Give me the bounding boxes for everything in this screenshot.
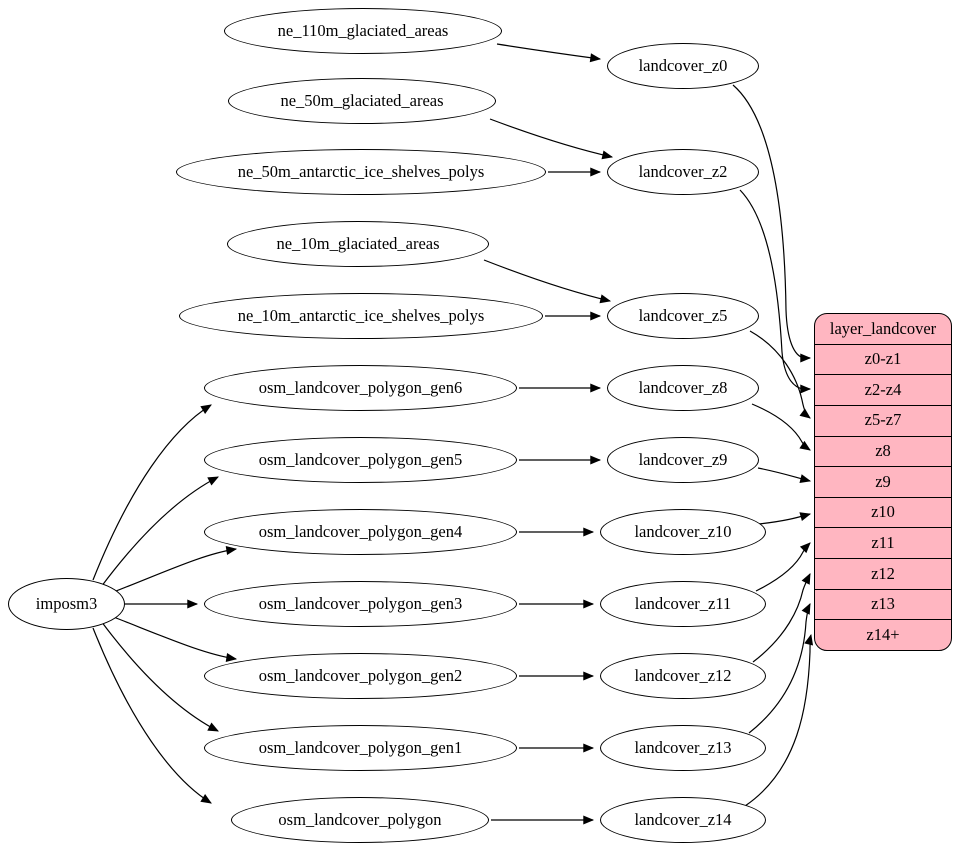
- edge-ne110m-z0: [496, 43, 602, 63]
- edge-imposm3-polygon: [92, 627, 212, 804]
- edge-z10-row: [758, 512, 812, 525]
- node-ne-50m-glaciated-areas: ne_50m_glaciated_areas: [228, 78, 496, 124]
- node-label: osm_landcover_polygon_gen2: [258, 665, 463, 685]
- node-label: landcover_z13: [634, 737, 732, 757]
- edge-z2-row: [739, 189, 812, 394]
- edge-imposm3-gen6: [92, 404, 212, 581]
- edge-z12-row: [752, 573, 811, 663]
- table-title: layer_landcover: [829, 318, 937, 338]
- node-landcover-z14: landcover_z14: [600, 797, 766, 843]
- edge-imposm3-gen4: [110, 545, 238, 594]
- node-landcover-z13: landcover_z13: [600, 725, 766, 771]
- table-row-z5-z7: z5-z7: [815, 404, 951, 436]
- node-label: osm_landcover_polygon_gen1: [258, 737, 463, 757]
- node-label: landcover_z2: [638, 161, 728, 181]
- table-row-z8: z8: [815, 435, 951, 467]
- edge-z13-row: [748, 603, 811, 734]
- edge-ne50m-glac-z2: [489, 118, 614, 160]
- node-label: landcover_z14: [634, 809, 732, 829]
- node-osm-landcover-polygon-gen5: osm_landcover_polygon_gen5: [204, 437, 517, 483]
- edge-z11-row: [755, 542, 811, 592]
- table-row-z9: z9: [815, 466, 951, 497]
- node-label: ne_10m_glaciated_areas: [276, 233, 440, 253]
- table-row-z14plus: z14+: [815, 619, 951, 650]
- table-row-z11: z11: [815, 527, 951, 558]
- node-ne-10m-antarctic-ice-shelves-polys: ne_10m_antarctic_ice_shelves_polys: [179, 293, 543, 339]
- table-row-z2-z4: z2-z4: [815, 374, 951, 405]
- node-ne-10m-glaciated-areas: ne_10m_glaciated_areas: [227, 221, 489, 267]
- node-label: ne_50m_glaciated_areas: [280, 90, 444, 110]
- node-landcover-z5: landcover_z5: [607, 293, 759, 339]
- node-label: landcover_z9: [638, 449, 728, 469]
- node-label: landcover_z8: [638, 377, 728, 397]
- edge-z5-row: [749, 330, 811, 419]
- node-osm-landcover-polygon-gen3: osm_landcover_polygon_gen3: [204, 581, 517, 627]
- node-osm-landcover-polygon-gen6: osm_landcover_polygon_gen6: [204, 365, 517, 411]
- node-label: landcover_z5: [638, 305, 728, 325]
- node-landcover-z0: landcover_z0: [607, 43, 759, 89]
- node-label: landcover_z10: [634, 521, 732, 541]
- node-label: osm_landcover_polygon_gen4: [258, 521, 463, 541]
- edge-imposm3-gen5: [100, 476, 219, 588]
- node-label: landcover_z11: [634, 593, 732, 613]
- node-label: osm_landcover_polygon_gen5: [258, 449, 463, 469]
- edge-z0-row: [732, 84, 812, 363]
- edge-imposm3-gen1: [100, 620, 219, 732]
- node-osm-landcover-polygon-gen1: osm_landcover_polygon_gen1: [204, 725, 517, 771]
- node-label: landcover_z0: [638, 55, 728, 75]
- node-landcover-z2: landcover_z2: [607, 149, 759, 195]
- node-landcover-z10: landcover_z10: [600, 509, 766, 555]
- edge-z14-row: [744, 633, 814, 807]
- node-osm-landcover-polygon-gen2: osm_landcover_polygon_gen2: [204, 653, 517, 699]
- edge-z9-row: [757, 467, 812, 484]
- node-label: ne_110m_glaciated_areas: [277, 20, 449, 40]
- table-row-z10: z10: [815, 496, 951, 528]
- node-label: ne_50m_antarctic_ice_shelves_polys: [237, 161, 485, 181]
- node-imposm3: imposm3: [8, 578, 125, 630]
- node-ne-110m-glaciated-areas: ne_110m_glaciated_areas: [224, 8, 502, 54]
- node-landcover-z12: landcover_z12: [600, 653, 766, 699]
- node-osm-landcover-polygon-gen4: osm_landcover_polygon_gen4: [204, 509, 517, 555]
- layer-landcover-table: layer_landcover z0-z1 z2-z4 z5-z7 z8 z9 …: [814, 313, 952, 651]
- table-row-z0-z1: z0-z1: [815, 343, 951, 375]
- table-row-z13: z13: [815, 588, 951, 620]
- node-landcover-z8: landcover_z8: [607, 365, 759, 411]
- node-label: landcover_z12: [634, 665, 732, 685]
- node-ne-50m-antarctic-ice-shelves-polys: ne_50m_antarctic_ice_shelves_polys: [176, 149, 546, 195]
- table-row-z12: z12: [815, 558, 951, 589]
- node-landcover-z9: landcover_z9: [607, 437, 759, 483]
- node-landcover-z11: landcover_z11: [600, 581, 766, 627]
- node-label: ne_10m_antarctic_ice_shelves_polys: [237, 305, 485, 325]
- edge-z8-row: [751, 403, 811, 451]
- node-label: osm_landcover_polygon_gen3: [258, 593, 463, 613]
- node-label: imposm3: [35, 593, 98, 613]
- edge-ne10m-glac-z5: [483, 259, 612, 304]
- node-label: osm_landcover_polygon_gen6: [258, 377, 463, 397]
- node-label: osm_landcover_polygon: [278, 809, 442, 829]
- node-osm-landcover-polygon: osm_landcover_polygon: [231, 797, 489, 843]
- edge-imposm3-gen2: [110, 615, 238, 663]
